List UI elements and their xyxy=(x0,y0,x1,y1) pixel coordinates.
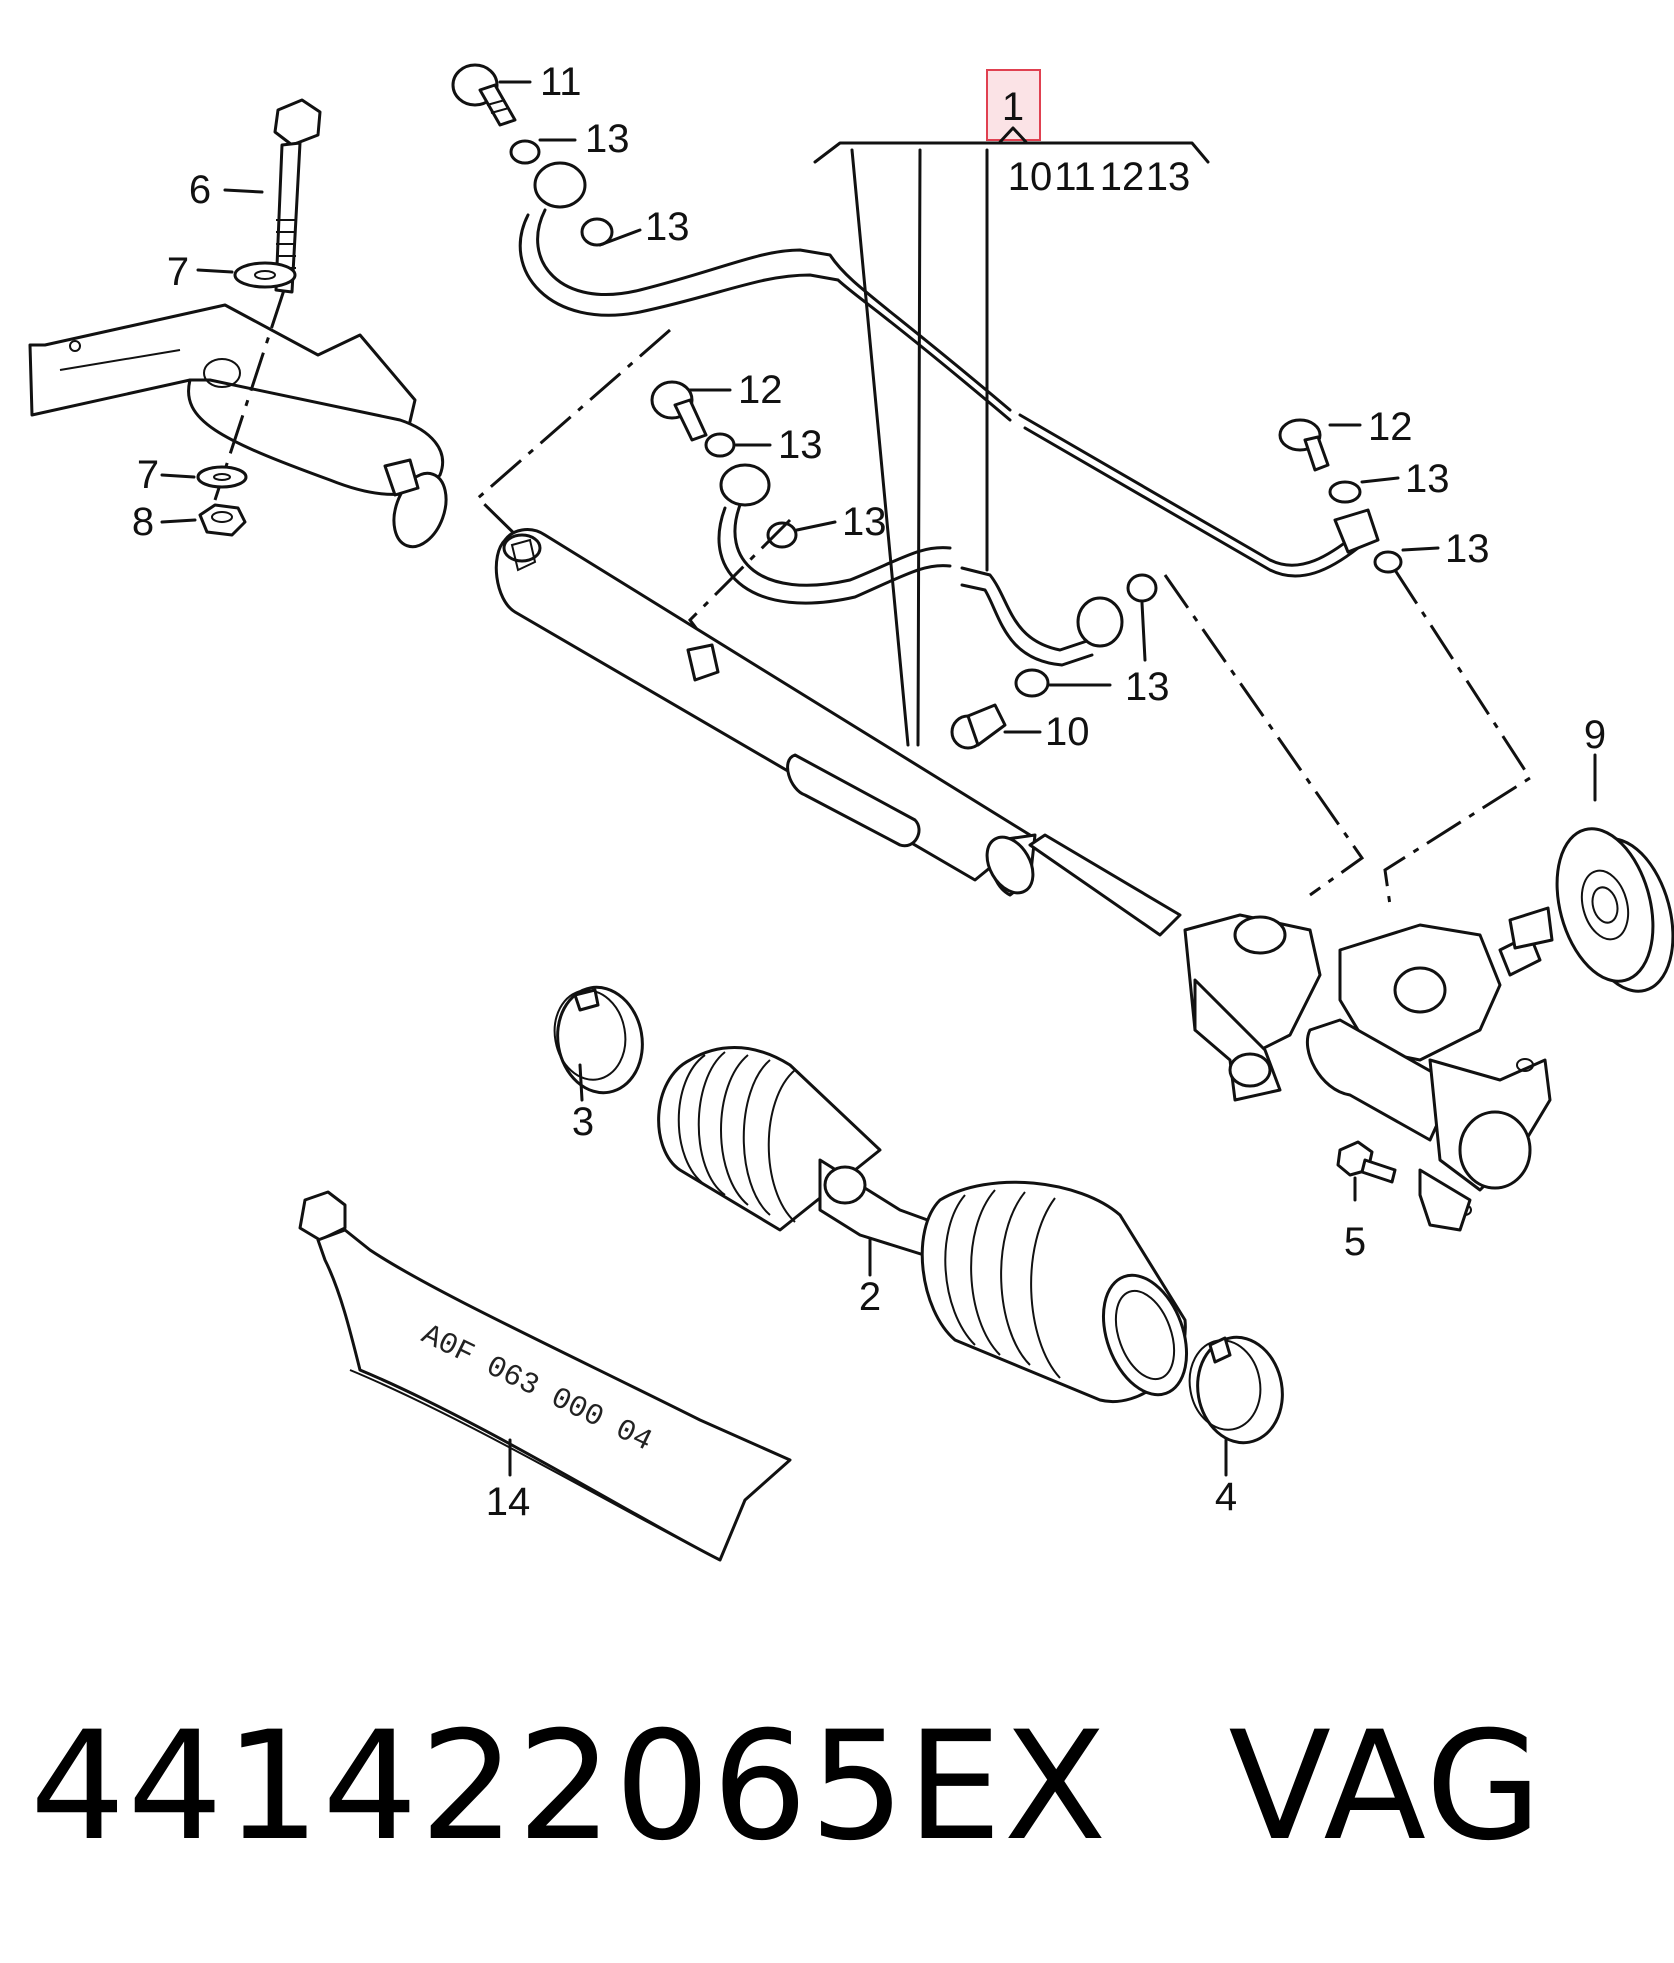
callout-9: 9 xyxy=(1584,713,1606,757)
callout-13: 13 xyxy=(585,117,630,161)
callout-10: 10 xyxy=(1045,710,1090,754)
callout-13: 13 xyxy=(1405,457,1450,501)
callout-13: 13 xyxy=(645,205,690,249)
callout-7: 7 xyxy=(167,250,189,294)
callouts: 11 13 13 6 7 7 8 12 13 13 13 10 12 13 13 xyxy=(132,60,1606,1524)
group-1-bracket: 1 10 11 12 13 xyxy=(813,69,1210,747)
callout-5: 5 xyxy=(1344,1220,1366,1264)
callout-12: 12 xyxy=(738,368,783,412)
svg-text:11: 11 xyxy=(1054,155,1096,199)
union-bolt-10[interactable] xyxy=(950,703,1007,750)
callout-13: 13 xyxy=(1125,665,1170,709)
rack-boot-2[interactable] xyxy=(657,1046,1202,1407)
callout-8: 8 xyxy=(132,500,154,544)
sealing-ring-13-d[interactable] xyxy=(766,521,798,549)
callout-1: 1 xyxy=(1002,85,1024,129)
brand: VAG xyxy=(1228,1700,1544,1874)
part-caption: 441422065EX VAG xyxy=(30,1700,1544,1874)
callout-12: 12 xyxy=(1368,405,1413,449)
sealing-ring-13-a[interactable] xyxy=(509,139,541,165)
callout-7: 7 xyxy=(137,453,159,497)
callout-3: 3 xyxy=(572,1100,594,1144)
banjo-bolt-11[interactable] xyxy=(451,63,517,127)
sealing-ring-13-f[interactable] xyxy=(1014,668,1050,698)
washer-7-lower[interactable] xyxy=(196,465,248,489)
callout-14: 14 xyxy=(486,1480,531,1524)
callout-6: 6 xyxy=(189,168,211,212)
sealing-ring-13-c[interactable] xyxy=(704,432,736,458)
sealing-ring-13-e[interactable] xyxy=(1126,573,1158,603)
sealing-ring-13-b[interactable] xyxy=(580,217,614,247)
grease-tube-14[interactable]: A0F 063 000 04 xyxy=(298,1190,792,1562)
boot-clamp-4[interactable] xyxy=(1183,1331,1291,1450)
group-1-contents: 10 11 12 13 xyxy=(1008,155,1191,199)
callout-2: 2 xyxy=(859,1275,881,1319)
bolt-6[interactable] xyxy=(213,98,322,501)
sealing-ring-13-h[interactable] xyxy=(1373,550,1403,574)
banjo-bolt-12-right[interactable] xyxy=(1278,418,1330,472)
pressure-line-fitting[interactable] xyxy=(1333,508,1380,554)
svg-text:13: 13 xyxy=(1146,155,1191,199)
return-line[interactable] xyxy=(717,463,1124,667)
svg-text:10: 10 xyxy=(1008,155,1053,199)
pinion-seal-9[interactable] xyxy=(1508,818,1674,1002)
svg-text:12: 12 xyxy=(1100,155,1145,199)
callout-4: 4 xyxy=(1215,1475,1237,1519)
banjo-bolt-12-left[interactable] xyxy=(650,380,708,442)
sealing-ring-13-g[interactable] xyxy=(1328,480,1362,504)
boot-clamp-3[interactable] xyxy=(548,981,651,1100)
callout-13: 13 xyxy=(778,423,823,467)
callout-11: 11 xyxy=(540,60,582,104)
callout-13: 13 xyxy=(842,500,887,544)
part-number: 441422065EX xyxy=(30,1700,1109,1874)
bolt-5[interactable] xyxy=(1336,1140,1397,1184)
washer-7-upper[interactable] xyxy=(233,261,297,289)
steering-rack-housing[interactable] xyxy=(494,528,1552,1232)
mounting-clamp[interactable] xyxy=(28,303,456,554)
nut-8[interactable] xyxy=(198,503,247,537)
callout-13: 13 xyxy=(1445,527,1490,571)
